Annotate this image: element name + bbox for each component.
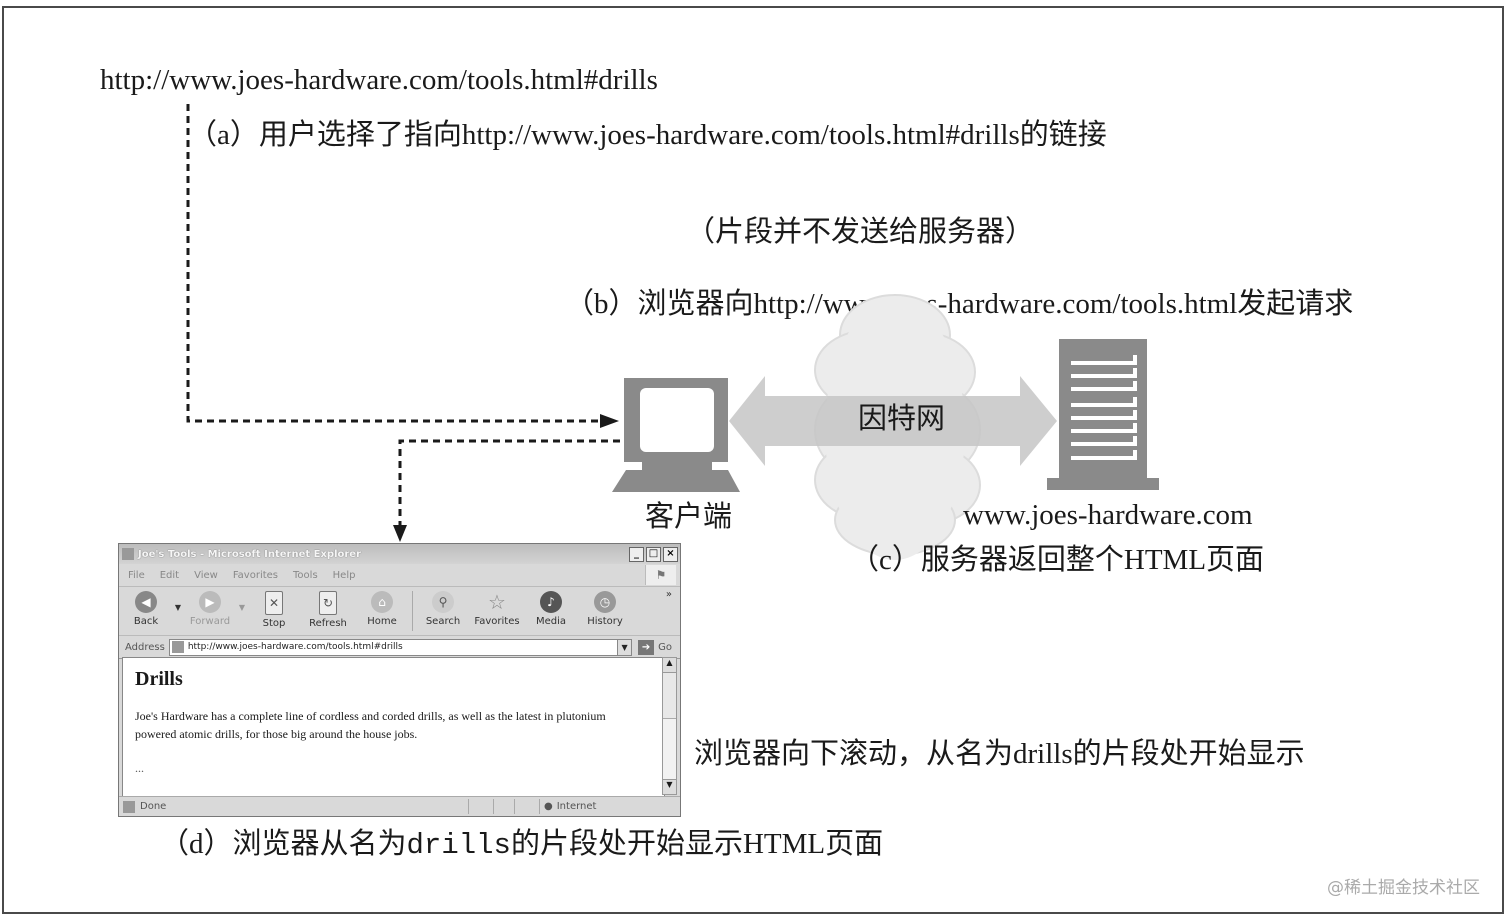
address-label: Address — [125, 641, 165, 653]
watermark: @稀土掘金技术社区 — [1327, 878, 1480, 898]
scroll-note: 浏览器向下滚动，从名为drills的片段处开始显示 — [694, 738, 1305, 770]
back-dropdown-icon[interactable]: ▼ — [174, 603, 182, 612]
windows-flag-icon: ⚑ — [645, 565, 676, 585]
address-dropdown-icon[interactable]: ▼ — [617, 639, 632, 655]
address-value: http://www.joes-hardware.com/tools.html#… — [187, 642, 403, 652]
forward-button[interactable]: ▶Forward — [183, 587, 237, 627]
status-bar: Done ● Internet — [119, 796, 680, 816]
step-d-code: drills — [406, 829, 511, 862]
status-zone: ● Internet — [539, 799, 680, 814]
browser-titlebar: Joe's Tools - Microsoft Internet Explore… — [119, 544, 680, 564]
window-title: Joe's Tools - Microsoft Internet Explore… — [138, 548, 362, 560]
server-label: www.joes-hardware.com — [963, 499, 1253, 531]
server-icon — [1047, 339, 1159, 490]
top-url: http://www.joes-hardware.com/tools.html#… — [100, 64, 658, 96]
client-computer-icon — [612, 378, 740, 492]
step-a-label: （a）用户选择了指向http://www.joes-hardware.com/t… — [188, 119, 1107, 151]
page-content: Drills Joe's Hardware has a complete lin… — [122, 657, 665, 797]
double-arrow-icon — [729, 376, 1057, 466]
menu-view[interactable]: View — [194, 569, 218, 581]
go-button[interactable]: Go — [658, 641, 672, 653]
status-cell — [514, 799, 539, 814]
home-icon: ⌂ — [371, 591, 393, 613]
toolbar: ◀Back ▼ ▶Forward ▼ ✕Stop ↻Refresh ⌂Home … — [119, 587, 680, 636]
media-button[interactable]: ♪Media — [524, 587, 578, 627]
dashed-arrow-a — [186, 104, 600, 423]
address-bar: Address http://www.joes-hardware.com/too… — [119, 636, 680, 659]
menu-tools[interactable]: Tools — [293, 569, 318, 581]
close-button[interactable]: × — [663, 546, 678, 562]
favorites-button[interactable]: ☆Favorites — [474, 590, 520, 627]
menu-edit[interactable]: Edit — [159, 569, 180, 581]
step-d-prefix: （d）浏览器从名为 — [160, 828, 407, 860]
status-text: Done — [140, 801, 167, 812]
dashed-arrow-d — [398, 439, 620, 528]
home-button[interactable]: ⌂Home — [355, 587, 409, 627]
step-d-suffix: 的片段处开始显示HTML页面 — [510, 828, 884, 860]
status-cell — [493, 799, 514, 814]
menu-file[interactable]: File — [128, 569, 145, 581]
status-page-icon — [123, 800, 135, 813]
back-button[interactable]: ◀Back — [119, 587, 173, 627]
media-icon: ♪ — [540, 591, 562, 613]
menu-bar: File Edit View Favorites Tools Help ⚑ — [119, 564, 680, 587]
browser-window: Joe's Tools - Microsoft Internet Explore… — [118, 543, 681, 817]
refresh-icon: ↻ — [319, 591, 337, 615]
scroll-down-icon[interactable]: ▼ — [663, 779, 676, 794]
forward-dropdown-icon[interactable]: ▼ — [238, 603, 246, 612]
arrowhead-right-icon — [600, 414, 619, 428]
forward-arrow-icon: ▶ — [199, 591, 221, 613]
history-icon: ◷ — [594, 591, 616, 613]
page-heading: Drills — [135, 668, 183, 690]
client-label: 客户端 — [645, 501, 733, 533]
diagram-frame — [2, 6, 1504, 914]
minimize-button[interactable]: _ — [629, 546, 644, 562]
ie-logo-icon — [122, 548, 134, 560]
history-button[interactable]: ◷History — [578, 587, 632, 627]
step-d-label: （d）浏览器从名为drills的片段处开始显示HTML页面 — [160, 828, 884, 862]
internet-label: 因特网 — [858, 403, 946, 435]
page-icon — [171, 641, 184, 653]
go-arrow-icon[interactable]: ➔ — [638, 639, 655, 655]
toolbar-overflow-icon[interactable]: » — [665, 589, 672, 600]
vertical-scrollbar[interactable]: ▲ ▼ — [662, 657, 677, 795]
page-paragraph: Joe's Hardware has a complete line of co… — [135, 709, 606, 741]
toolbar-separator — [412, 591, 413, 631]
step-c-label: （c）服务器返回整个HTML页面 — [850, 544, 1265, 576]
refresh-button[interactable]: ↻Refresh — [301, 587, 355, 629]
star-icon: ☆ — [488, 590, 506, 614]
menu-help[interactable]: Help — [332, 569, 356, 581]
arrowhead-down-icon — [393, 525, 407, 542]
scroll-thumb[interactable] — [663, 718, 676, 780]
globe-icon: ● — [544, 801, 553, 812]
scroll-up-icon[interactable]: ▲ — [663, 658, 676, 673]
page-ellipsis: ... — [135, 761, 144, 775]
address-input[interactable]: http://www.joes-hardware.com/tools.html#… — [168, 638, 633, 656]
search-button[interactable]: ⚲Search — [416, 587, 470, 627]
back-arrow-icon: ◀ — [135, 591, 157, 613]
step-b-label: （b）浏览器向http://www.joes-hardware.com/tool… — [565, 288, 1354, 320]
search-icon: ⚲ — [432, 591, 454, 613]
stop-button[interactable]: ✕Stop — [247, 587, 301, 629]
stop-icon: ✕ — [265, 591, 283, 615]
maximize-button[interactable]: □ — [646, 546, 661, 562]
status-cell — [468, 799, 493, 814]
fragment-note: （片段并不发送给服务器） — [686, 216, 1035, 248]
menu-favorites[interactable]: Favorites — [232, 569, 279, 581]
